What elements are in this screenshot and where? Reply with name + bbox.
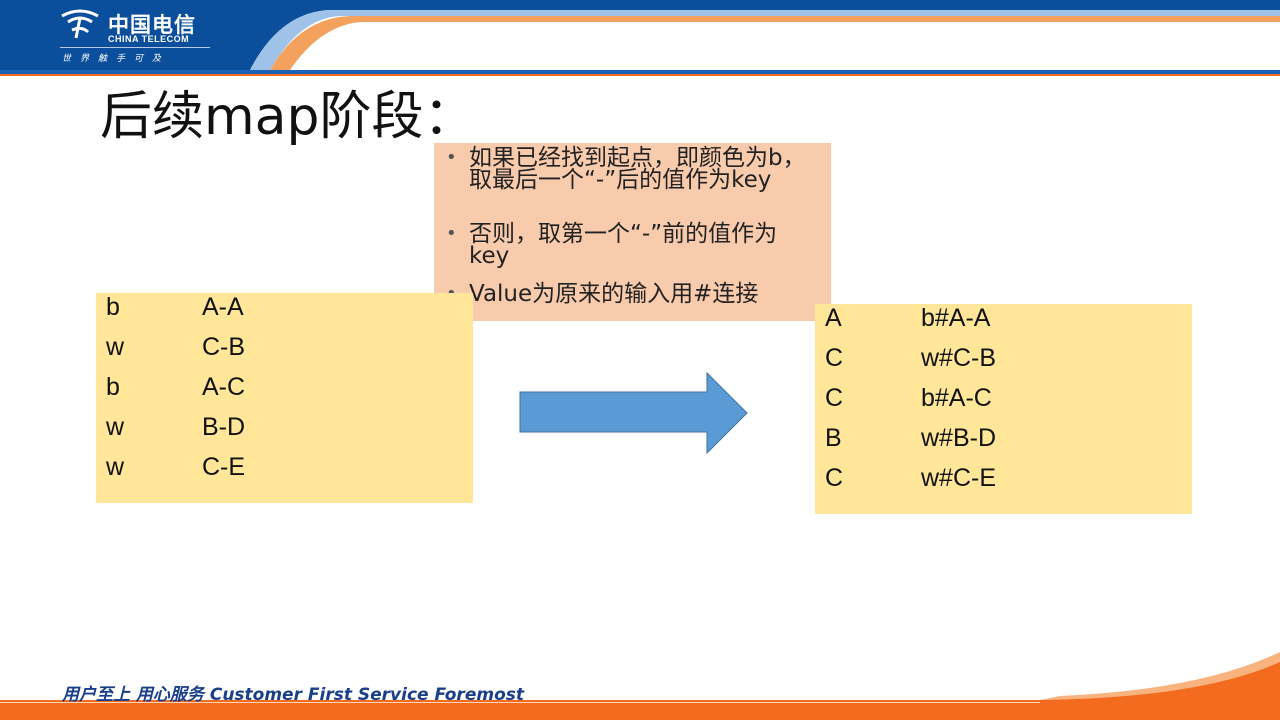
right-arrow-icon: [519, 372, 748, 454]
row-value: B-D: [202, 413, 246, 441]
output-table: A b#A-A C w#C-B C b#A-C B w#B-D C w#C-E: [815, 304, 1192, 514]
row-value: w#C-E: [921, 464, 997, 492]
rule-item-3: • Value为原来的输入用#连接: [446, 281, 816, 307]
row-key: C: [825, 344, 844, 372]
footer-slogan: 用户至上 用心服务 Customer First Service Foremos…: [62, 685, 524, 705]
china-telecom-logo-icon: [61, 9, 99, 39]
footer-banner: [0, 652, 1280, 720]
logo-divider: [60, 47, 210, 48]
row-key: w: [106, 413, 125, 441]
row-value: w#B-D: [921, 424, 997, 452]
row-value: w#C-B: [921, 344, 997, 372]
rule-text: Value为原来的输入用#连接: [469, 281, 759, 307]
bullet-icon: •: [446, 223, 457, 244]
row-value: A-A: [202, 293, 244, 321]
row-value: C-B: [202, 333, 246, 361]
row-key: b: [106, 373, 120, 401]
logo-english-name: CHINA TELECOM: [108, 34, 190, 44]
row-key: C: [825, 384, 844, 412]
row-key: b: [106, 293, 120, 321]
row-value: C-E: [202, 453, 246, 481]
row-value: A-C: [202, 373, 246, 401]
logo-block: 中国电信 CHINA TELECOM 世界触手可及: [0, 0, 236, 70]
row-value: b#A-A: [921, 304, 991, 332]
slide-title: 后续map阶段：: [100, 87, 476, 147]
rule-text: 否则，取第一个“-”前的值作为key: [469, 221, 778, 269]
logo-slogan: 世界触手可及: [62, 54, 171, 64]
rule-text: 如果已经找到起点，即颜色为b，取最后一个“-”后的值作为key: [469, 145, 806, 193]
input-table: b A-A w C-B b A-C w B-D w C-E: [96, 293, 473, 503]
rule-item-1: • 如果已经找到起点，即颜色为b，取最后一个“-”后的值作为key: [446, 145, 816, 193]
rule-item-2: • 否则，取第一个“-”前的值作为key: [446, 221, 816, 269]
row-key: B: [825, 424, 842, 452]
row-key: w: [106, 333, 125, 361]
logo-chinese-name: 中国电信: [108, 13, 196, 37]
rules-note-box: • 如果已经找到起点，即颜色为b，取最后一个“-”后的值作为key • 否则，取…: [434, 143, 831, 321]
row-key: w: [106, 453, 125, 481]
row-value: b#A-C: [921, 384, 992, 412]
bullet-icon: •: [446, 147, 457, 168]
header-banner: [0, 0, 1280, 76]
row-key: A: [825, 304, 842, 332]
row-key: C: [825, 464, 844, 492]
